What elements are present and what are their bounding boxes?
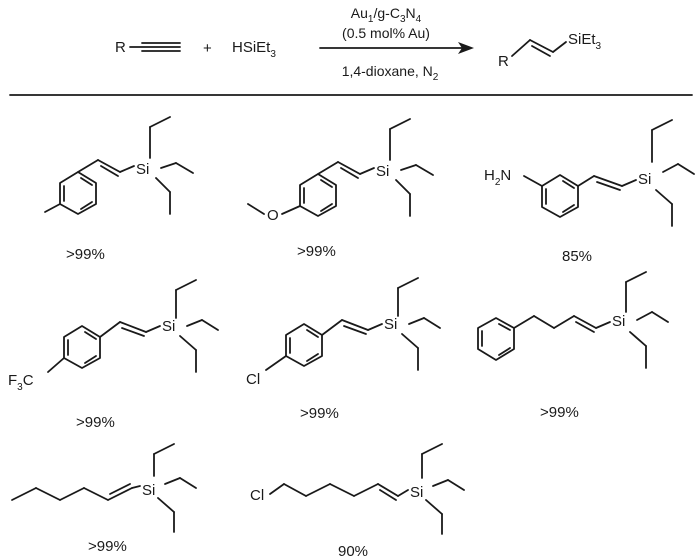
compound-5-yield: >99% [300, 405, 339, 422]
compound-7-bonds [11, 443, 197, 533]
compound-6-si-atom: Si [612, 313, 625, 330]
compound-8-bonds [269, 443, 465, 535]
compound-7: Si >99% [11, 443, 197, 555]
compound-5-cl-label: Cl [246, 371, 260, 388]
compound-7-yield: >99% [88, 538, 127, 555]
compound-4-yield: >99% [76, 414, 115, 431]
compound-6: Si >99% [477, 271, 669, 421]
compound-4-si-atom: Si [162, 318, 175, 335]
compound-6-yield: >99% [540, 404, 579, 421]
compound-4-cf3-label: F3C [8, 372, 34, 393]
reaction-equation: R + HSiEt3 Au1/g-C3N4 (0.5 mol% Au) 1,4-… [115, 5, 602, 83]
compound-2-o-atom: O [267, 207, 279, 224]
reactant-r-label: R [115, 39, 126, 56]
compound-3-amine-label: H2N [484, 167, 511, 188]
compound-1-si-atom: Si [136, 161, 149, 178]
compound-3-bonds [523, 119, 695, 227]
product-silyl-label: SiEt3 [568, 31, 602, 52]
compound-3: H2N Si 85% [484, 119, 695, 265]
compound-3-si-atom: Si [638, 171, 651, 188]
compound-1-yield: >99% [66, 246, 105, 263]
compound-4: F3C Si >99% [8, 279, 219, 431]
compound-7-si-atom: Si [142, 482, 155, 499]
compound-2: O Si >99% [247, 118, 434, 260]
compound-6-bonds [477, 271, 669, 369]
compound-5-si-atom: Si [384, 316, 397, 333]
compound-1-bonds [44, 116, 194, 215]
silane-label: HSiEt3 [232, 39, 276, 60]
compound-2-bonds [247, 118, 434, 217]
compound-8-si-atom: Si [410, 484, 423, 501]
compound-5-bonds [265, 277, 441, 371]
reaction-arrow [319, 42, 474, 54]
compound-8: Cl Si 90% [250, 443, 465, 560]
compound-4-bonds [47, 279, 219, 373]
product-vinyl-bonds [511, 39, 567, 57]
alkyne-triple-bond [129, 42, 181, 52]
compound-2-yield: >99% [297, 243, 336, 260]
compound-2-si-atom: Si [376, 163, 389, 180]
product-r-label: R [498, 53, 509, 70]
compound-5: Cl Si >99% [246, 277, 441, 422]
compound-3-yield: 85% [562, 248, 592, 265]
compound-8-yield: 90% [338, 543, 368, 560]
catalyst-label: Au1/g-C3N4 [351, 5, 422, 25]
compound-1: Si >99% [44, 116, 194, 263]
catalyst-loading-label: (0.5 mol% Au) [342, 25, 430, 41]
plus-sign: + [203, 40, 212, 57]
compound-8-cl-label: Cl [250, 487, 264, 504]
solvent-conditions-label: 1,4-dioxane, N2 [342, 63, 439, 83]
